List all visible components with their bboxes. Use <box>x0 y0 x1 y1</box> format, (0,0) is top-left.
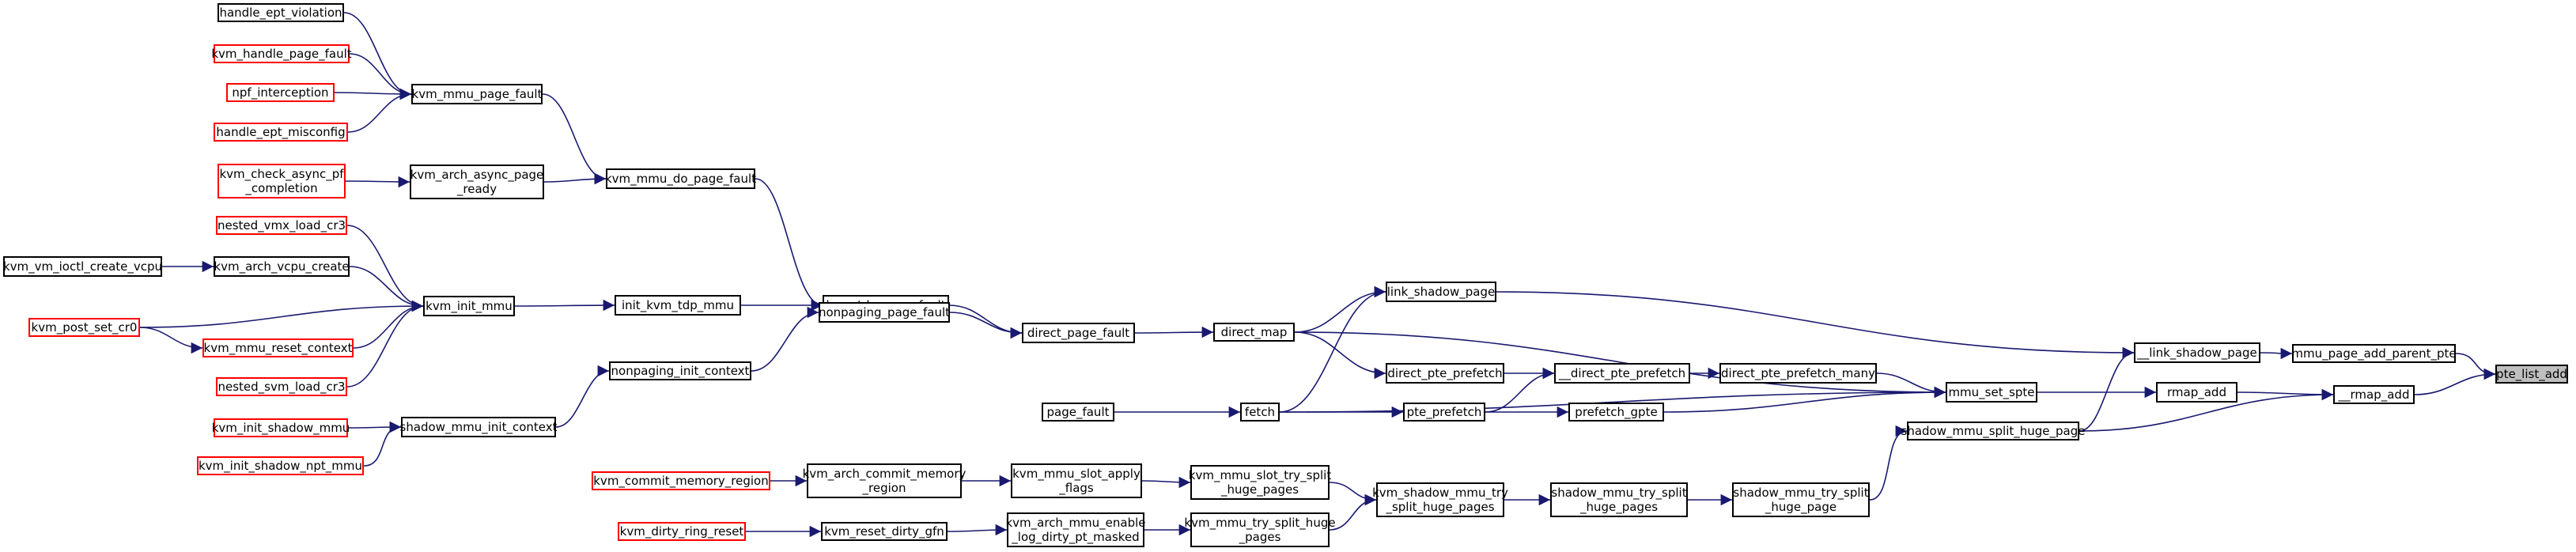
node-page-fault[interactable]: page_fault <box>1042 403 1114 422</box>
edge-kvm_init_shadow_mmu-to-shadow_mmu_init_context <box>347 421 402 433</box>
node-link-shadow-page[interactable]: __link_shadow_page <box>2134 342 2260 363</box>
node-kvm-arch-vcpu-create[interactable]: kvm_arch_vcpu_create <box>214 256 350 277</box>
edge-handle_ept_violation-to-kvm_mmu_page_fault <box>343 12 412 100</box>
edge-kvm_mmu_slot_apply_flags-to-kvm_mmu_slot_try_split_huge_pages <box>1141 476 1191 489</box>
node-direct-pte-prefetch[interactable]: direct_pte_prefetch <box>1386 363 1504 384</box>
edge-shadow_mmu_split_huge_page-to-__rmap_add <box>2079 388 2334 432</box>
node-kvm-shadow-mmu-try-split-huge-pages[interactable]: kvm_shadow_mmu_try _split_huge_pages <box>1372 482 1508 517</box>
edge-shadow_mmu_init_context-to-nonpaging_init_context <box>555 365 610 428</box>
node-kvm-vm-ioctl-create-vcpu[interactable]: kvm_vm_ioctl_create_vcpu <box>3 256 162 277</box>
node-shadow-mmu-split-huge-page[interactable]: shadow_mmu_split_huge_page <box>1901 422 2086 440</box>
edge-kvm_arch_vcpu_create-to-kvm_init_mmu <box>349 266 424 312</box>
edge-kvm_mmu_do_page_fault-to-kvm_tdp_page_fault <box>755 178 823 312</box>
node-kvm-arch-mmu-enable-log-dirty-pt-masked[interactable]: kvm_arch_mmu_enable _log_dirty_pt_masked <box>1005 512 1146 547</box>
edge-direct_map-to-link_shadow_page <box>1294 285 1386 333</box>
edge-kvm_mmu_slot_try_split_huge_pages-to-kvm_shadow_mmu_try_split_huge_pages <box>1329 482 1377 506</box>
node-mmu-page-add-parent-pte[interactable]: mmu_page_add_parent_pte <box>2291 344 2457 363</box>
edge-kvm_arch_async_page_ready-to-kvm_mmu_do_page_fault <box>543 172 607 185</box>
edge-shadow_mmu_try_split_huge_page-to-shadow_mmu_split_huge_page <box>1869 425 1908 501</box>
edge-prefetch_gpte-to-mmu_set_spte <box>1663 386 1946 413</box>
edge-direct_page_fault-to-direct_map <box>1134 326 1214 338</box>
node-shadow-mmu-init-context[interactable]: shadow_mmu_init_context <box>400 417 558 437</box>
node-prefetch-gpte[interactable]: prefetch_gpte <box>1568 403 1664 422</box>
edge-nested_svm_load_cr3-to-kvm_init_mmu <box>346 300 424 388</box>
edge-kvm_mmu_try_split_huge_pages-to-kvm_shadow_mmu_try_split_huge_pages <box>1329 493 1377 531</box>
node-nested-svm-load-cr3[interactable]: nested_svm_load_cr3 <box>216 377 347 396</box>
edge-handle_ept_misconfig-to-kvm_mmu_page_fault <box>347 88 412 133</box>
edge-fetch-to-link_shadow_page <box>1279 285 1386 413</box>
edge-direct_map-to-direct_pte_prefetch <box>1294 331 1386 380</box>
node-handle-ept-violation[interactable]: handle_ept_violation <box>218 3 344 22</box>
edge-__link_shadow_page-to-mmu_page_add_parent_pte <box>2260 347 2293 360</box>
edge-kvm_init_mmu-to-init_kvm_tdp_mmu <box>514 299 615 312</box>
edge-kvm_init_shadow_npt_mmu-to-shadow_mmu_init_context <box>363 421 402 467</box>
edge-nonpaging_page_fault-to-direct_page_fault <box>949 312 1023 339</box>
node-kvm-mmu-slot-apply-flags[interactable]: kvm_mmu_slot_apply _flags <box>1011 463 1142 498</box>
edge-link_shadow_page-to-__link_shadow_page <box>1496 291 2135 359</box>
node-kvm-post-set-cr0[interactable]: kvm_post_set_cr0 <box>28 318 140 337</box>
edge-kvm_post_set_cr0-to-kvm_init_mmu <box>139 300 424 328</box>
node-handle-ept-misconfig[interactable]: handle_ept_misconfig <box>214 123 348 142</box>
node-direct-pte-prefetch[interactable]: __direct_pte_prefetch <box>1554 363 1690 384</box>
node-rmap-add[interactable]: rmap_add <box>2156 382 2237 403</box>
node-kvm-init-shadow-npt-mmu[interactable]: kvm_init_shadow_npt_mmu <box>197 456 364 475</box>
edge-mmu_page_add_parent_pte-to-pte_list_add <box>2455 353 2496 380</box>
edge-kvm_check_async_pf_completion-to-kvm_arch_async_page_ready <box>345 176 410 188</box>
node-kvm-mmu-reset-context[interactable]: kvm_mmu_reset_context <box>202 338 354 357</box>
node-kvm-init-mmu[interactable]: kvm_init_mmu <box>423 296 515 316</box>
node-direct-pte-prefetch-many[interactable]: direct_pte_prefetch_many <box>1719 363 1877 384</box>
node-shadow-mmu-try-split-huge-pages[interactable]: shadow_mmu_try_split _huge_pages <box>1550 482 1688 517</box>
edge-nested_vmx_load_cr3-to-kvm_init_mmu <box>346 225 424 312</box>
node-kvm-commit-memory-region[interactable]: kvm_commit_memory_region <box>592 471 770 490</box>
node-pte-list-add: pte_list_add <box>2495 365 2568 384</box>
node-mmu-set-spte[interactable]: mmu_set_spte <box>1946 382 2037 403</box>
node-kvm-check-async-pf-completion[interactable]: kvm_check_async_pf _completion <box>218 164 346 198</box>
node-fetch[interactable]: fetch <box>1240 403 1280 422</box>
node-pte-prefetch[interactable]: pte_prefetch <box>1403 403 1485 422</box>
edge-kvm_tdp_page_fault-to-direct_page_fault <box>948 304 1023 339</box>
edge-kvm_reset_dirty_gfn-to-kvm_arch_mmu_enable_log_dirty_pt_masked <box>947 524 1008 536</box>
node-npf-interception[interactable]: npf_interception <box>226 83 335 102</box>
node-direct-page-fault[interactable]: direct_page_fault <box>1022 323 1135 343</box>
edge-nonpaging_init_context-to-nonpaging_page_fault <box>751 306 819 372</box>
edge-__rmap_add-to-pte_list_add <box>2414 368 2496 395</box>
node-kvm-mmu-try-split-huge-pages[interactable]: kvm_mmu_try_split_huge _pages <box>1184 512 1336 547</box>
node-nonpaging-page-fault[interactable]: nonpaging_page_fault <box>819 302 950 323</box>
node-kvm-mmu-do-page-fault[interactable]: kvm_mmu_do_page_fault <box>605 168 756 189</box>
node-nested-vmx-load-cr3[interactable]: nested_vmx_load_cr3 <box>216 216 347 235</box>
node-kvm-handle-page-fault[interactable]: kvm_handle_page_fault <box>211 44 352 63</box>
node-init-kvm-tdp-mmu[interactable]: init_kvm_tdp_mmu <box>615 295 741 316</box>
node-link-shadow-page[interactable]: link_shadow_page <box>1386 282 1496 302</box>
node-nonpaging-init-context[interactable]: nonpaging_init_context <box>609 361 751 380</box>
node-kvm-arch-async-page-ready[interactable]: kvm_arch_async_page _ready <box>410 164 544 199</box>
edge-kvm_mmu_page_fault-to-kvm_mmu_do_page_fault <box>542 93 607 185</box>
node-kvm-init-shadow-mmu[interactable]: kvm_init_shadow_mmu <box>212 418 350 437</box>
edge-pte_prefetch-to-__direct_pte_prefetch <box>1485 367 1555 413</box>
node-kvm-dirty-ring-reset[interactable]: kvm_dirty_ring_reset <box>618 522 746 541</box>
node-rmap-add[interactable]: __rmap_add <box>2333 385 2415 404</box>
edge-direct_pte_prefetch_many-to-mmu_set_spte <box>1876 372 1946 399</box>
edge-npf_interception-to-kvm_mmu_page_fault <box>334 88 412 100</box>
node-shadow-mmu-try-split-huge-page[interactable]: shadow_mmu_try_split _huge_page <box>1732 482 1870 517</box>
edge-kvm_post_set_cr0-to-kvm_mmu_reset_context <box>139 327 203 354</box>
node-kvm-mmu-page-fault[interactable]: kvm_mmu_page_fault <box>411 84 543 104</box>
node-kvm-arch-commit-memory-region[interactable]: kvm_arch_commit_memory _region <box>803 463 966 498</box>
edge-direct_map-to-mmu_set_spte <box>1294 331 1946 399</box>
node-kvm-reset-dirty-gfn[interactable]: kvm_reset_dirty_gfn <box>821 522 948 541</box>
node-direct-map[interactable]: direct_map <box>1213 323 1295 342</box>
node-kvm-mmu-slot-try-split-huge-pages[interactable]: kvm_mmu_slot_try_split _huge_pages <box>1189 465 1331 500</box>
